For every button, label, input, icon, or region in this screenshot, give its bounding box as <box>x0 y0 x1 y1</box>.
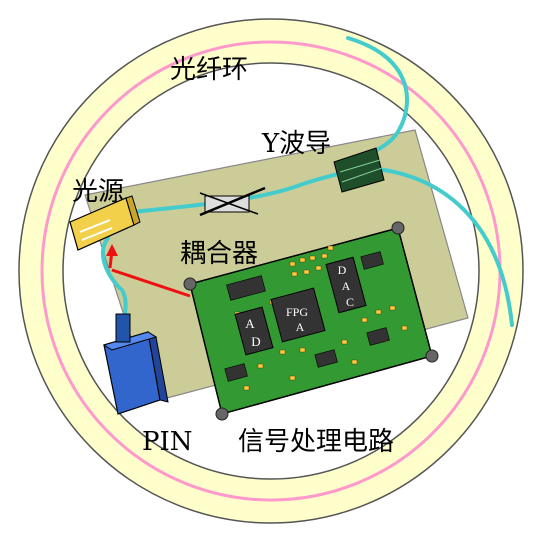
label-fiber-ring: 光纤环 <box>170 55 248 85</box>
label-pin: PIN <box>142 427 193 457</box>
label-coupler: 耦合器 <box>180 239 258 269</box>
light-source <box>69 195 141 251</box>
fpga-label-2: A <box>296 320 305 334</box>
adc-label-2: D <box>251 334 260 349</box>
pin-detector <box>102 313 169 415</box>
y-waveguide <box>333 147 385 193</box>
signal-processing-board: A D FPG A D A C <box>183 221 439 421</box>
fpga-chip: FPG A <box>270 287 326 343</box>
dac-label-1: D <box>338 263 347 277</box>
label-signal-circuit: 信号处理电路 <box>238 427 394 457</box>
fiber-lines <box>101 36 514 327</box>
label-y-waveguide: Y波导 <box>261 129 331 159</box>
adc-label-1: A <box>245 316 255 331</box>
dac-label-2: A <box>342 279 351 293</box>
dac-chip: D A C <box>325 256 367 314</box>
dac-label-3: C <box>346 295 354 309</box>
red-arrows <box>106 244 191 298</box>
label-light-source: 光源 <box>72 177 124 207</box>
adc-chip: A D <box>234 306 274 356</box>
coupler <box>199 186 266 217</box>
fpga-label-1: FPG <box>286 305 308 319</box>
